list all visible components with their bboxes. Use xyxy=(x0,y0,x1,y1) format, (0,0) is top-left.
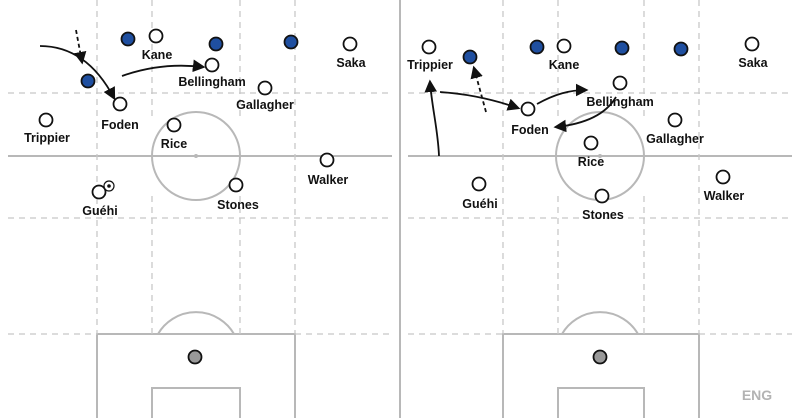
goalkeeper-marker xyxy=(187,349,203,365)
player-marker-gallagher xyxy=(667,112,683,128)
centre-spot xyxy=(194,154,198,158)
player-marker-foden xyxy=(520,101,536,117)
player-label-rice: Rice xyxy=(161,137,187,151)
player-label-gallagher: Gallagher xyxy=(236,98,294,112)
pitch-lines xyxy=(8,111,392,418)
player-marker-rice xyxy=(583,135,599,151)
player-marker-trippier xyxy=(421,39,437,55)
ball-icon xyxy=(103,180,115,192)
zone-lines xyxy=(408,0,792,335)
player-marker-walker xyxy=(319,152,335,168)
player-label-trippier: Trippier xyxy=(407,58,453,72)
player-marker-kane xyxy=(556,38,572,54)
zone-lines xyxy=(8,0,392,335)
goalkeeper-marker xyxy=(592,349,608,365)
player-marker-guehi xyxy=(91,184,107,200)
return-arrow xyxy=(553,96,617,133)
centre-spot xyxy=(598,154,602,158)
opponent-marker xyxy=(120,31,136,47)
player-label-bellingham: Bellingham xyxy=(586,95,653,109)
player-label-trippier: Trippier xyxy=(24,131,70,145)
player-label-gallagher: Gallagher xyxy=(646,132,704,146)
player-label-bellingham: Bellingham xyxy=(178,75,245,89)
player-label-stones: Stones xyxy=(582,208,624,222)
player-marker-gallagher xyxy=(257,80,273,96)
opponent-marker xyxy=(614,40,630,56)
player-label-rice: Rice xyxy=(578,155,604,169)
player-label-walker: Walker xyxy=(704,189,745,203)
opponent-marker xyxy=(80,73,96,89)
opponent-marker xyxy=(462,49,478,65)
player-label-kane: Kane xyxy=(549,58,580,72)
pass-arrow xyxy=(536,83,589,105)
player-label-foden: Foden xyxy=(511,123,549,137)
brand-label: ENG xyxy=(742,387,772,403)
player-label-saka: Saka xyxy=(336,56,366,70)
player-marker-bellingham xyxy=(204,57,220,73)
pass-arrow xyxy=(121,59,206,77)
player-marker-saka xyxy=(342,36,358,52)
player-marker-rice xyxy=(166,117,182,133)
dashed-press-arrow xyxy=(470,65,487,113)
run-arrow xyxy=(424,79,440,157)
player-label-kane: Kane xyxy=(142,48,173,62)
player-marker-stones xyxy=(228,177,244,193)
dashed-press-arrow xyxy=(73,29,87,65)
player-marker-guehi xyxy=(471,176,487,192)
opponent-marker xyxy=(673,41,689,57)
player-marker-saka xyxy=(744,36,760,52)
opponent-marker xyxy=(529,39,545,55)
player-marker-kane xyxy=(148,28,164,44)
player-label-foden: Foden xyxy=(101,118,139,132)
opponent-marker xyxy=(283,34,299,50)
player-marker-bellingham xyxy=(612,75,628,91)
player-marker-foden xyxy=(112,96,128,112)
player-marker-trippier xyxy=(38,112,54,128)
left-panel: Kane Bellingham Saka Foden Gallagher Tri… xyxy=(8,0,392,418)
player-marker-walker xyxy=(715,169,731,185)
player-label-walker: Walker xyxy=(308,173,349,187)
player-label-guehi: Guéhi xyxy=(82,204,117,218)
pass-arrow xyxy=(439,91,521,111)
player-label-saka: Saka xyxy=(738,56,768,70)
player-marker-stones xyxy=(594,188,610,204)
run-arrow xyxy=(39,45,116,101)
right-panel: Trippier Kane Saka Bellingham Foden Gall… xyxy=(407,0,792,418)
player-label-stones: Stones xyxy=(217,198,259,212)
opponent-marker xyxy=(208,36,224,52)
player-label-guehi: Guéhi xyxy=(462,197,497,211)
